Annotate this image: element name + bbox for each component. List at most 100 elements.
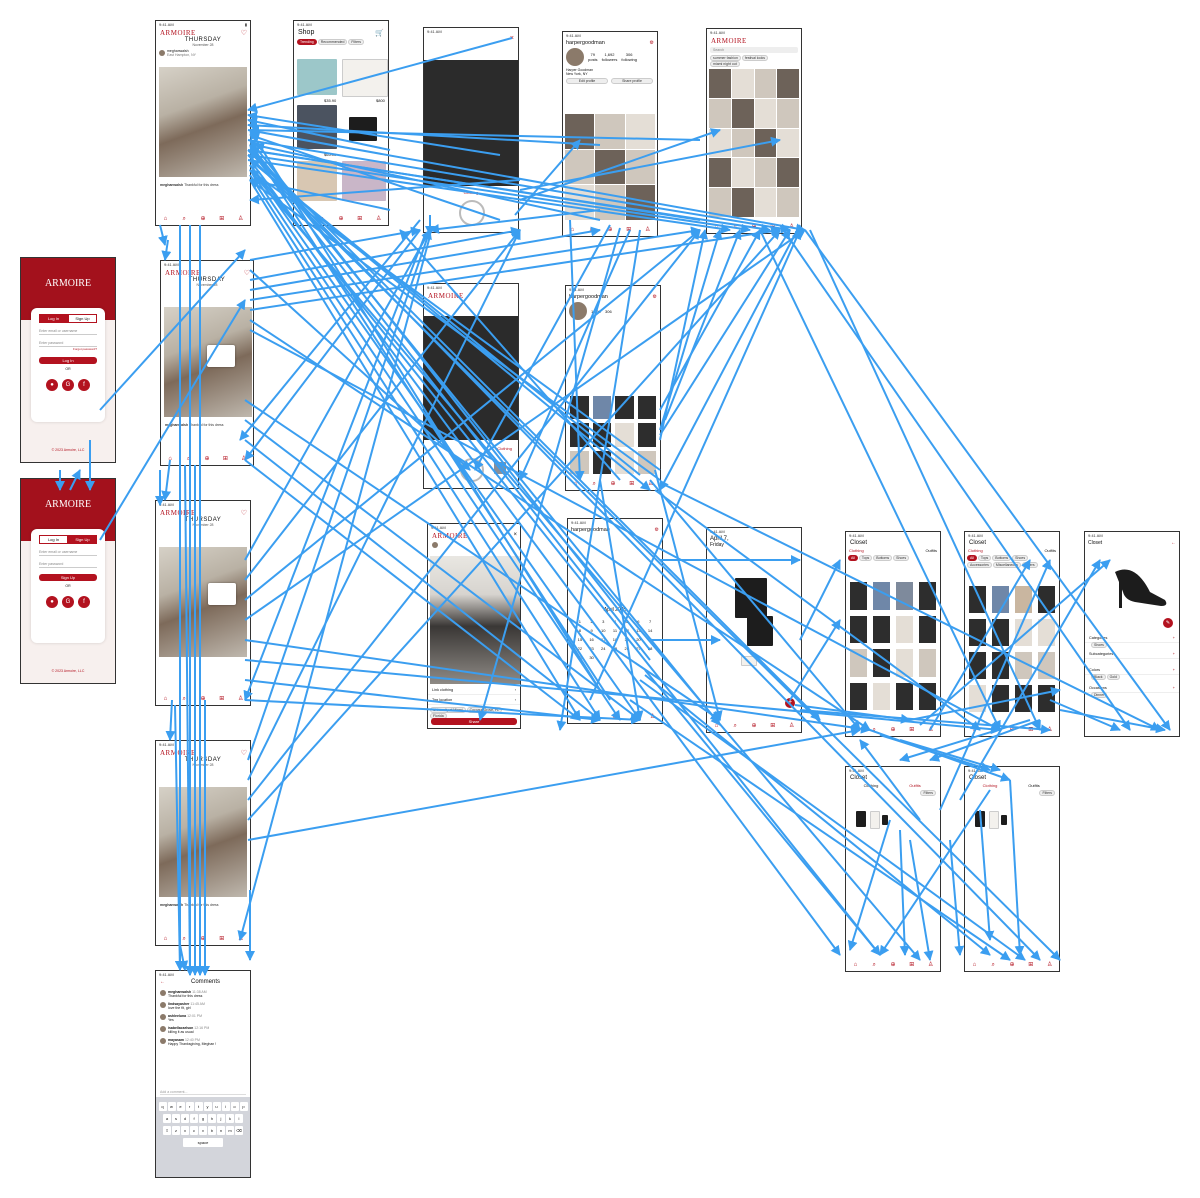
closet-item[interactable] xyxy=(873,649,890,677)
product-image[interactable] xyxy=(342,59,388,97)
tab-outfits[interactable]: Outfits xyxy=(1028,783,1040,788)
closet-item[interactable] xyxy=(570,423,589,447)
chip-filters[interactable]: Filters xyxy=(348,39,364,45)
link-clothing-row[interactable]: Link clothing› xyxy=(428,686,520,695)
explore-thumb[interactable] xyxy=(709,158,731,188)
profile-icon[interactable]: ♙ xyxy=(644,227,651,233)
comment-input[interactable]: Add a comment... xyxy=(160,1090,246,1095)
explore-thumb[interactable] xyxy=(754,98,777,128)
chip-trending[interactable]: Trending xyxy=(297,39,317,45)
detail-chip[interactable]: Black xyxy=(1091,674,1106,680)
explore-thumb[interactable] xyxy=(754,69,777,98)
avatar[interactable] xyxy=(160,1038,166,1044)
closet-item[interactable] xyxy=(615,450,634,474)
password-field[interactable]: Enter password xyxy=(39,562,97,568)
profile-avatar[interactable] xyxy=(569,302,587,320)
chip-recommended[interactable]: Recommended xyxy=(317,39,348,45)
add-outfit-icon[interactable]: ⊕ xyxy=(200,936,206,942)
post-thumb[interactable] xyxy=(625,114,655,149)
avatar[interactable] xyxy=(160,990,166,996)
outfit-shoes[interactable] xyxy=(741,656,757,666)
explore-thumb[interactable] xyxy=(754,128,777,158)
closet-item[interactable] xyxy=(850,582,867,610)
closet-item[interactable] xyxy=(592,423,611,447)
closet-item[interactable] xyxy=(1015,586,1032,613)
outfit-skirt[interactable] xyxy=(747,616,773,646)
shop-icon[interactable]: ⊞ xyxy=(631,714,637,720)
search-icon[interactable]: ⌕ xyxy=(733,723,737,729)
tagged-item-popup[interactable] xyxy=(208,583,236,605)
explore-thumb[interactable] xyxy=(777,69,799,98)
filter-chip[interactable]: Miscellaneous xyxy=(992,562,1022,568)
post-username[interactable]: meghanwalsh xyxy=(167,49,189,53)
closet-item[interactable] xyxy=(919,582,936,610)
search-chip[interactable]: miami night out xyxy=(710,61,740,67)
tab-signup[interactable]: Sign Up xyxy=(68,314,97,323)
closet-item[interactable] xyxy=(637,423,656,447)
closet-item[interactable] xyxy=(1038,685,1055,712)
avatar[interactable] xyxy=(160,1026,166,1032)
profile-icon[interactable]: ♙ xyxy=(237,936,244,942)
outfit-preview[interactable] xyxy=(975,811,985,827)
shutter-button[interactable] xyxy=(459,200,485,226)
signup-button[interactable]: Sign Up xyxy=(39,574,97,581)
settings-icon[interactable]: ⚙ xyxy=(654,527,659,533)
filter-chip[interactable]: Accessories xyxy=(967,562,992,568)
home-icon[interactable]: ⌂ xyxy=(853,727,858,733)
home-icon[interactable]: ⌂ xyxy=(570,227,575,233)
closet-item[interactable] xyxy=(896,649,913,677)
add-outfit-icon[interactable]: ⊕ xyxy=(200,696,206,702)
outfit-preview[interactable] xyxy=(870,811,880,829)
closet-item[interactable] xyxy=(850,615,867,643)
home-icon[interactable]: ⌂ xyxy=(575,714,580,720)
shutter-button[interactable] xyxy=(460,458,484,482)
closet-item[interactable] xyxy=(992,586,1009,613)
outfit-preview[interactable] xyxy=(856,811,866,827)
comment-user[interactable]: meghanwalsh xyxy=(168,990,192,994)
home-icon[interactable]: ⌂ xyxy=(163,696,168,702)
filter-chip[interactable]: Bottoms xyxy=(873,555,893,561)
shop-icon[interactable]: ⊞ xyxy=(909,727,915,733)
profile-icon[interactable]: ♙ xyxy=(927,962,934,968)
tab-outfits[interactable]: Outfits xyxy=(925,548,937,553)
search-icon[interactable]: ⌕ xyxy=(872,962,876,968)
home-icon[interactable]: ⌂ xyxy=(714,723,719,729)
filter-chip[interactable]: Shoes xyxy=(893,555,910,561)
product-image[interactable] xyxy=(297,59,337,95)
shop-icon[interactable]: ⊞ xyxy=(219,696,225,702)
post-thumb[interactable] xyxy=(625,149,655,185)
search-icon[interactable]: ⌕ xyxy=(186,456,191,462)
heart-icon[interactable]: ♡ xyxy=(240,510,247,517)
share-profile-button[interactable]: Share profile xyxy=(611,78,653,84)
shop-icon[interactable]: ⊞ xyxy=(1028,962,1034,968)
detail-chip[interactable]: Shoes xyxy=(1091,642,1107,648)
closet-item[interactable] xyxy=(992,619,1009,646)
search-icon[interactable]: ⌕ xyxy=(320,216,324,222)
search-icon[interactable]: ⌕ xyxy=(589,227,593,233)
closet-item[interactable] xyxy=(969,685,986,712)
tab-outfits[interactable]: Outfits xyxy=(1044,548,1056,553)
tab-clothing[interactable]: Clothing xyxy=(968,548,983,553)
following-count[interactable]: 306 xyxy=(605,308,612,314)
search-icon[interactable]: ⌕ xyxy=(991,727,995,733)
home-icon[interactable]: ⌂ xyxy=(972,962,977,968)
outfit-photo[interactable] xyxy=(159,67,247,177)
explore-thumb[interactable] xyxy=(777,98,799,128)
closet-item[interactable] xyxy=(592,450,611,474)
settings-icon[interactable]: ⚙ xyxy=(649,40,654,46)
explore-thumb[interactable] xyxy=(709,98,731,128)
filter-chip[interactable]: All xyxy=(848,555,858,561)
search-icon[interactable]: ⌕ xyxy=(592,481,596,487)
closet-item[interactable] xyxy=(873,615,890,643)
closet-item[interactable] xyxy=(992,685,1009,712)
google-icon[interactable]: G xyxy=(62,379,74,391)
product-image[interactable] xyxy=(342,161,386,201)
apple-icon[interactable]: ● xyxy=(46,596,58,608)
home-icon[interactable]: ⌂ xyxy=(573,481,578,487)
outfit-preview[interactable] xyxy=(989,811,999,829)
back-arrow-icon[interactable]: ← xyxy=(160,979,165,985)
home-icon[interactable]: ⌂ xyxy=(972,727,977,733)
tab-login[interactable]: Log In xyxy=(39,535,68,544)
email-field[interactable]: Enter email or username xyxy=(39,550,97,556)
